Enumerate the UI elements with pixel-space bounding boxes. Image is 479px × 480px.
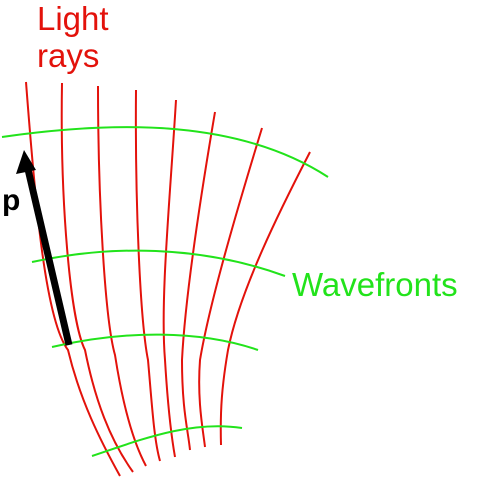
light-ray: [180, 111, 216, 451]
light-ray: [60, 82, 134, 473]
wavefront: [1, 126, 329, 178]
wavefront: [91, 425, 243, 457]
light-ray: [162, 99, 177, 458]
rays-label-line2: rays: [37, 37, 99, 74]
light-rays: [25, 81, 311, 477]
arrow-head-icon: [16, 150, 36, 174]
wavefront: [31, 249, 286, 277]
momentum-label: p: [2, 184, 20, 217]
light-ray: [134, 89, 161, 462]
wavefront: [51, 333, 259, 351]
light-ray: [25, 81, 121, 477]
rays-label-line1: Light: [37, 0, 109, 37]
light-ray: [198, 127, 263, 448]
wavefronts: [1, 126, 329, 457]
arrow-shaft: [23, 164, 73, 346]
light-ray: [219, 151, 311, 446]
momentum-arrow: [16, 150, 73, 346]
wavefronts-label: Wavefronts: [292, 266, 458, 303]
light-ray: [97, 85, 147, 467]
